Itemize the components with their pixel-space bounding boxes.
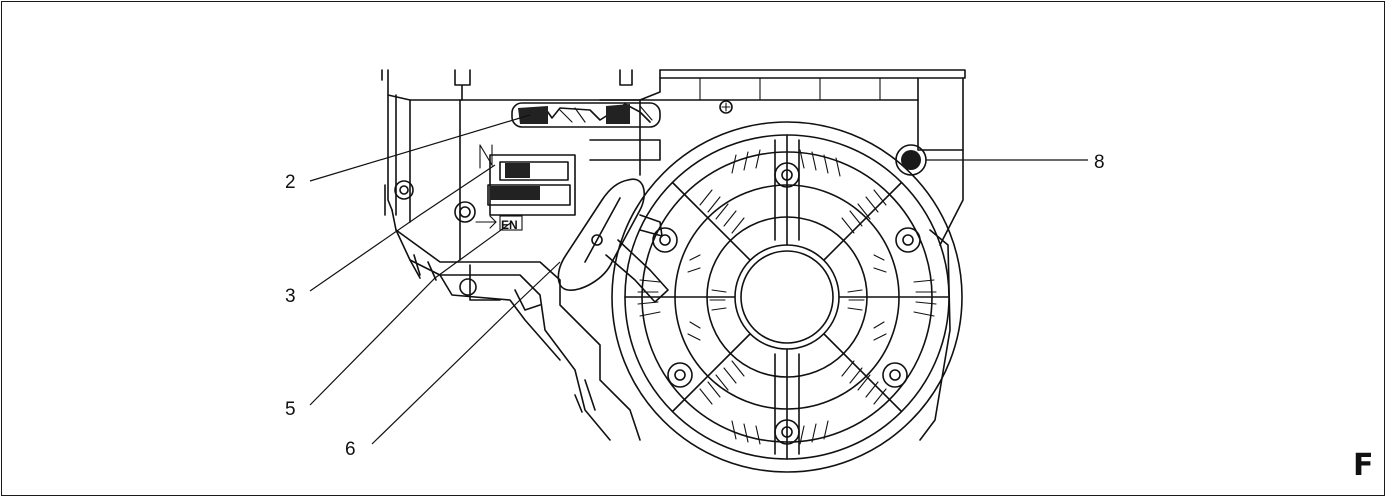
callout-3: 3 — [285, 286, 296, 307]
figure-letter: F — [1353, 448, 1374, 483]
callout-leaders — [309, 114, 1088, 445]
callout-2: 2 — [285, 172, 296, 193]
oil-fill-cap — [895, 144, 927, 176]
engine-crankcase — [384, 180, 641, 441]
choke-lever-slot — [511, 102, 661, 128]
fuel-valve-bracket — [475, 144, 576, 231]
callout-5: 5 — [285, 399, 296, 420]
callout-labels: 2 3 5 6 8 — [285, 152, 1105, 460]
callout-8: 8 — [1094, 152, 1105, 173]
lever-position-marks: N EN — [501, 218, 518, 232]
mark-bottom: EN — [501, 218, 518, 232]
recoil-starter-cover — [611, 121, 963, 473]
callout-6: 6 — [345, 439, 356, 460]
